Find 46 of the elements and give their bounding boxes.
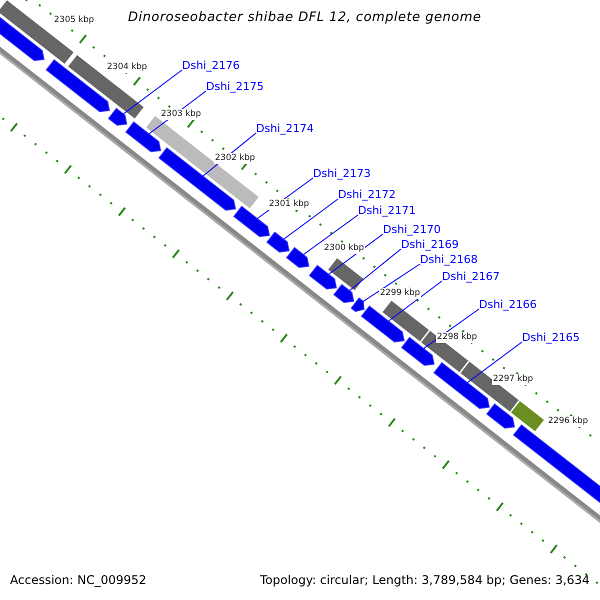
gene-bar	[108, 108, 128, 126]
leader-line	[283, 198, 338, 240]
gene-bar	[286, 246, 310, 268]
gene-label: Dshi_2167	[442, 270, 500, 283]
scale-label: 2300 kbp	[323, 243, 366, 254]
gene-bar	[400, 336, 435, 366]
footer-text: Accession: NC_009952	[10, 573, 146, 587]
scale-label: 2296 kbp	[547, 416, 590, 427]
scale-label: 2305 kbp	[53, 15, 96, 26]
gene-label: Dshi_2169	[401, 238, 459, 251]
gene-bar	[333, 284, 354, 304]
gene-label: Dshi_2171	[358, 204, 416, 217]
scale-label: 2297 kbp	[492, 374, 534, 385]
gene-bar	[0, 14, 45, 62]
gene-bar	[486, 403, 516, 429]
scale-label: 2299 kbp	[379, 288, 422, 299]
gene-bar	[350, 297, 364, 312]
gene-label: Dshi_2172	[338, 188, 396, 201]
gene-bar	[433, 362, 490, 409]
leader-line	[362, 264, 420, 302]
leader-line	[349, 248, 402, 292]
gene-bar	[308, 264, 337, 290]
gene-label: Dshi_2166	[479, 298, 537, 311]
gene-label: Dshi_2176	[182, 59, 240, 72]
gene-label: Dshi_2168	[420, 253, 478, 266]
gene-bar	[360, 305, 405, 342]
scale-label: 2303 kbp	[160, 109, 202, 120]
scale-label: 2298 kbp	[436, 332, 478, 343]
gene-label: Dshi_2173	[313, 167, 371, 180]
title: Dinoroseobacter shibae DFL 12, complete genome	[128, 10, 482, 25]
scale-label: 2304 kbp	[106, 62, 148, 73]
leader-line	[388, 280, 442, 322]
scale-label: 2301 kbp	[268, 199, 310, 210]
leader-line	[122, 70, 182, 114]
gene-bar	[266, 232, 290, 253]
leader-line	[303, 214, 358, 256]
gene-label: Dshi_2174	[256, 122, 314, 135]
gene-bar	[125, 121, 162, 152]
gene-label: Dshi_2175	[206, 80, 264, 93]
gene-bar	[233, 206, 270, 238]
gene-label: Dshi_2165	[522, 331, 580, 344]
leader-line	[466, 342, 522, 384]
scale-label: 2302 kbp	[214, 153, 256, 164]
footer-text: Topology: circular; Length: 3,789,584 bp; Genes: 3,634	[260, 573, 590, 587]
gene-bar	[158, 147, 236, 211]
gene-label: Dshi_2170	[383, 223, 441, 236]
